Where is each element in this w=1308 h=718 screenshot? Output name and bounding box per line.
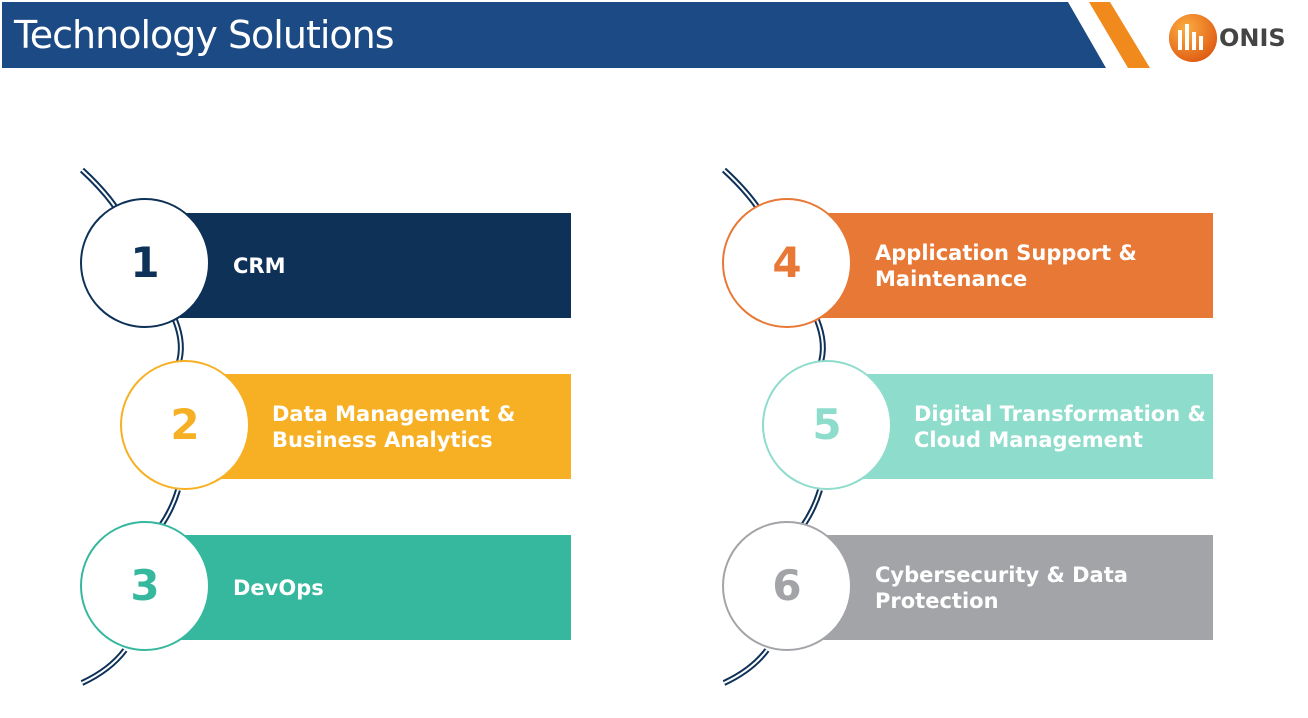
solution-label-cybersecurity: Cybersecurity & Data Protection bbox=[875, 562, 1128, 613]
header-bar-shape bbox=[2, 2, 1106, 68]
solution-card-digital-transformation: Digital Transformation & Cloud Managemen… bbox=[862, 374, 1213, 479]
step-number-3: 3 bbox=[130, 561, 160, 610]
solution-label-digital-transformation: Digital Transformation & Cloud Managemen… bbox=[914, 401, 1206, 452]
header-banner bbox=[2, 2, 1150, 68]
page-title: Technology Solutions bbox=[14, 13, 395, 57]
solution-label-application-support: Application Support & Maintenance bbox=[875, 240, 1137, 291]
solution-label-data-management: Data Management & Business Analytics bbox=[272, 401, 516, 452]
logo-text: ONIS bbox=[1219, 24, 1286, 52]
step-circle-4: 4 bbox=[722, 198, 852, 328]
solution-card-application-support: Application Support & Maintenance bbox=[822, 213, 1213, 318]
onis-logo-icon bbox=[1169, 14, 1217, 62]
solution-label-devops: DevOps bbox=[233, 575, 324, 600]
solution-card-cybersecurity: Cybersecurity & Data Protection bbox=[822, 535, 1213, 640]
step-number-2: 2 bbox=[170, 400, 200, 449]
solution-label-crm: CRM bbox=[233, 253, 286, 278]
header-accent-stripe bbox=[1089, 2, 1150, 68]
step-number-5: 5 bbox=[812, 400, 842, 449]
solution-card-crm: CRM bbox=[180, 213, 571, 318]
step-number-1: 1 bbox=[130, 238, 160, 287]
step-number-6: 6 bbox=[772, 561, 802, 610]
step-circle-6: 6 bbox=[722, 521, 852, 651]
solution-card-devops: DevOps bbox=[180, 535, 571, 640]
step-circle-3: 3 bbox=[80, 521, 210, 651]
step-circle-2: 2 bbox=[120, 360, 250, 490]
step-circle-5: 5 bbox=[762, 360, 892, 490]
header-accent-stripe-light bbox=[1073, 2, 1126, 68]
step-circle-1: 1 bbox=[80, 198, 210, 328]
solution-card-data-management: Data Management & Business Analytics bbox=[220, 374, 571, 479]
step-number-4: 4 bbox=[772, 238, 802, 287]
